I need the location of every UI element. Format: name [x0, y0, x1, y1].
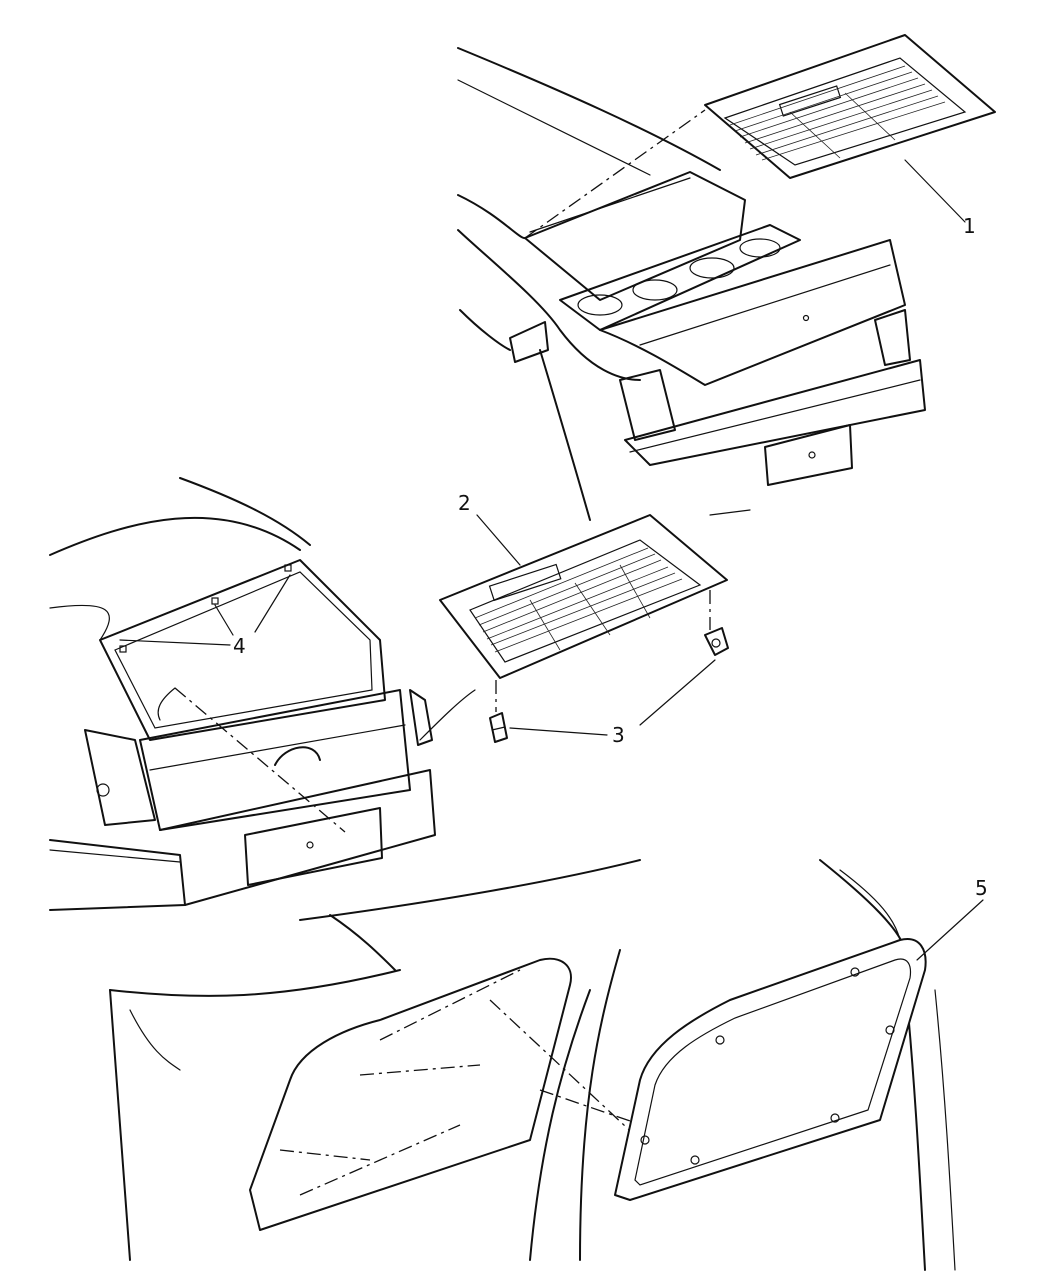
sedan-rear-view: [457, 47, 926, 521]
part-1-rear-window-shade: [704, 34, 996, 223]
callout-5: 5: [975, 876, 988, 900]
part-4-leaders: [119, 574, 291, 646]
quarter-window-view: [109, 859, 956, 1271]
part-5-quarter-window: [614, 899, 984, 1201]
part-3-clips: [489, 627, 729, 743]
callout-2: 2: [458, 491, 471, 515]
callout-1: 1: [963, 214, 976, 238]
callout-3: 3: [612, 723, 625, 747]
wagon-rear-view: [49, 477, 476, 911]
callout-4: 4: [233, 634, 246, 658]
part-2-liftgate-shade: [439, 514, 728, 712]
